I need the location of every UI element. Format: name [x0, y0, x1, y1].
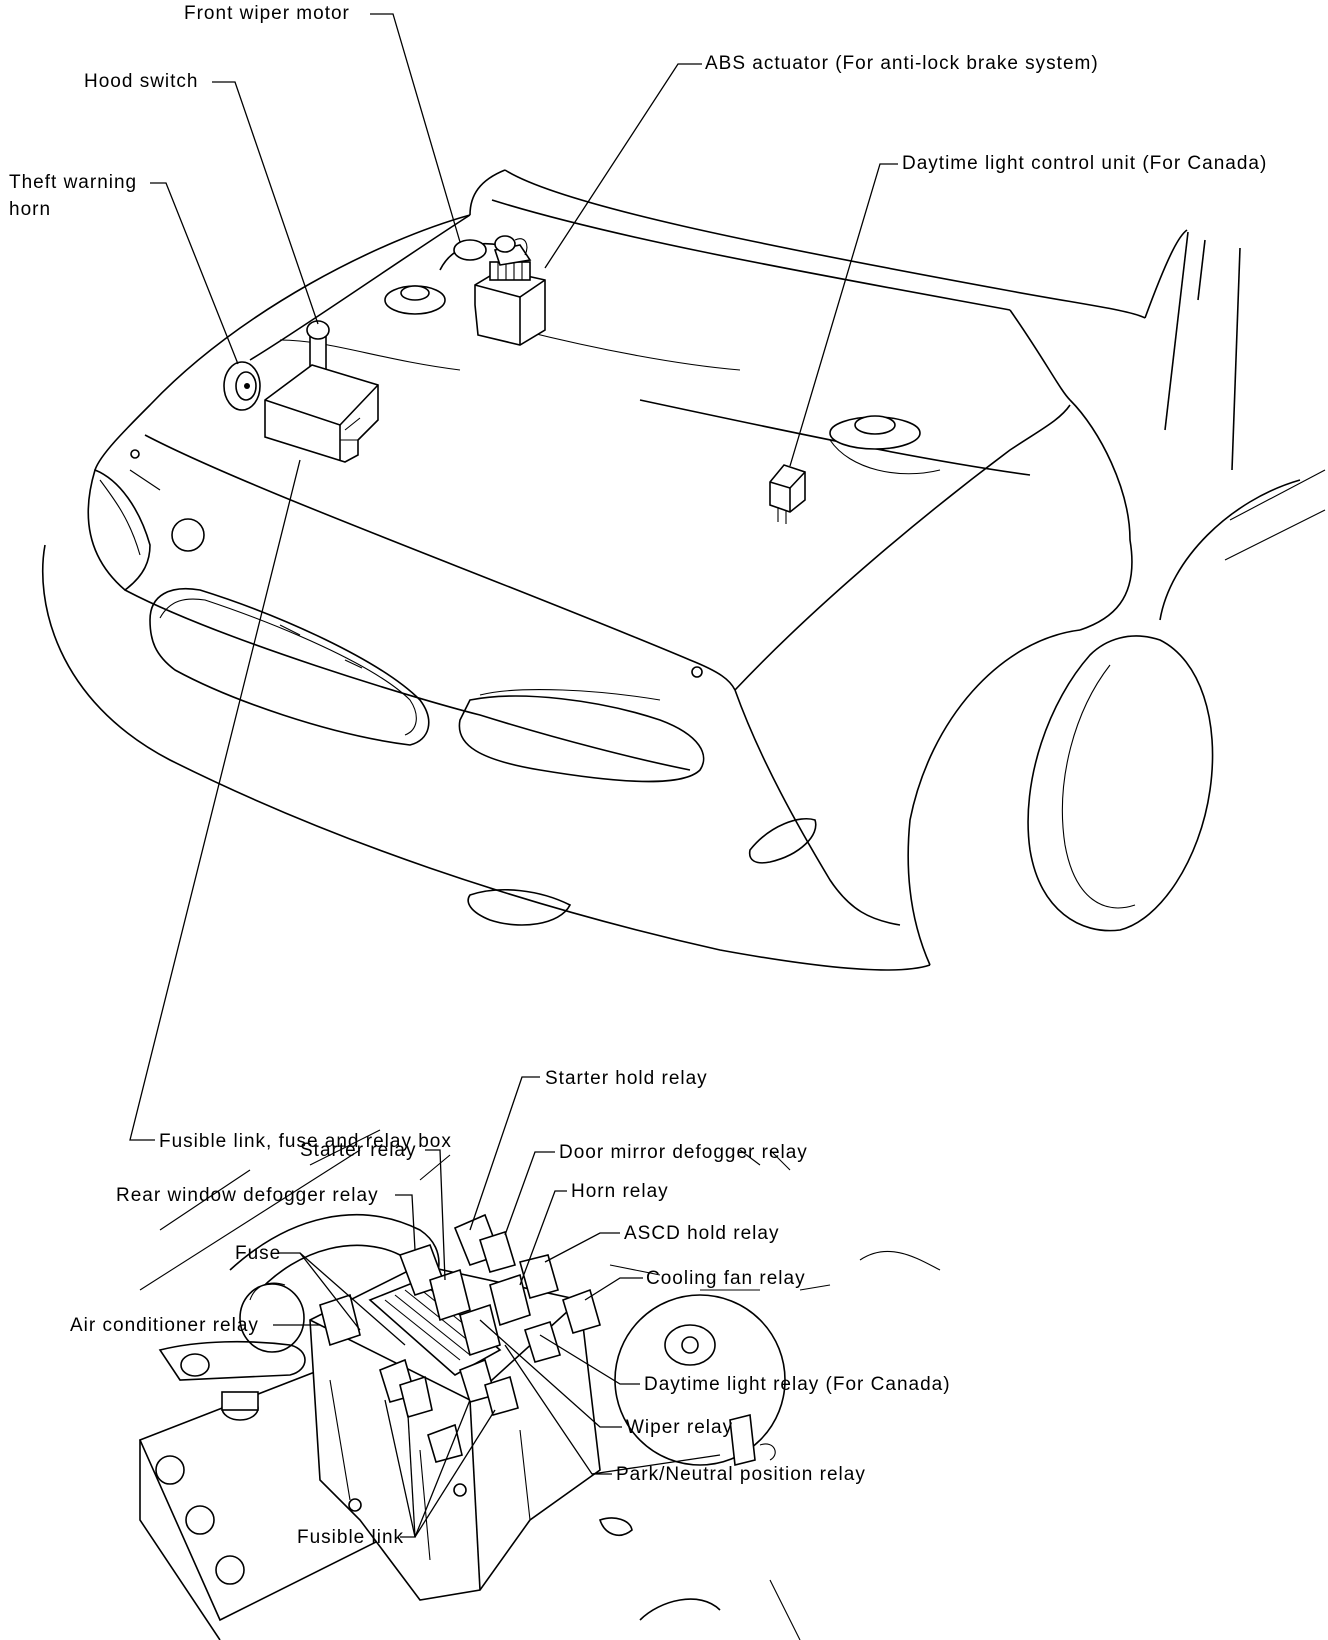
front-wiper-motor-icon: [439, 235, 528, 271]
theft-warning-horn-icon: [223, 361, 261, 411]
label-fuse: Fuse: [235, 1243, 282, 1264]
label-theft-warning-horn-line1: Theft warning: [9, 172, 138, 193]
label-fusible-link: Fusible link: [297, 1527, 405, 1548]
label-front-wiper-motor: Front wiper motor: [184, 3, 350, 24]
lower-leader-lines: [273, 1076, 721, 1538]
label-horn-relay: Horn relay: [571, 1181, 669, 1202]
label-door-mirror-defogger-relay: Door mirror defogger relay: [559, 1142, 808, 1163]
hood-switch-icon: [306, 320, 330, 371]
daytime-light-control-unit-icon: [769, 464, 806, 524]
label-abs-actuator: ABS actuator (For anti-lock brake system…: [705, 53, 1099, 74]
label-theft-warning-horn-line2: horn: [9, 199, 52, 220]
label-ascd-hold-relay: ASCD hold relay: [624, 1223, 780, 1244]
label-cooling-fan-relay: Cooling fan relay: [646, 1268, 806, 1289]
relay-box-icon: [264, 364, 379, 463]
label-daytime-light-relay: Daytime light relay (For Canada): [644, 1374, 951, 1395]
label-fusible-link-fuse-relay-box: Fusible link, fuse and relay box: [159, 1131, 452, 1152]
label-hood-switch: Hood switch: [84, 71, 199, 92]
car-illustration: [42, 169, 1326, 971]
upper-leader-lines: [129, 13, 898, 1141]
label-wiper-relay: Wiper relay: [626, 1417, 734, 1438]
label-starter-hold-relay: Starter hold relay: [545, 1068, 708, 1089]
label-park-neutral-position-relay: Park/Neutral position relay: [616, 1464, 866, 1485]
relay-box-detail-illustration: [138, 1129, 941, 1640]
label-air-conditioner-relay: Air conditioner relay: [70, 1315, 259, 1336]
label-rear-window-defogger-relay: Rear window defogger relay: [116, 1185, 379, 1206]
label-starter-relay: Starter relay: [300, 1140, 417, 1161]
label-daytime-light-control-unit: Daytime light control unit (For Canada): [902, 153, 1268, 174]
abs-actuator-icon: [474, 244, 546, 346]
